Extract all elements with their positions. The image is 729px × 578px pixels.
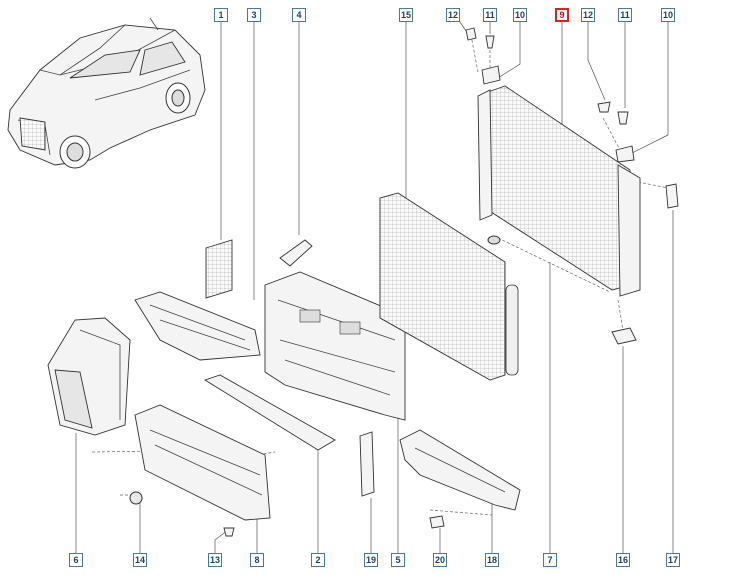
callout-11[interactable]: 11	[483, 8, 497, 22]
callout-5[interactable]: 5	[391, 553, 405, 567]
vehicle-illustration	[7, 17, 206, 169]
callout-7[interactable]: 7	[543, 553, 557, 567]
callout-8[interactable]: 8	[250, 553, 264, 567]
callout-1[interactable]: 1	[214, 8, 228, 22]
part-5-front-carrier	[264, 271, 406, 421]
callout-15[interactable]: 15	[399, 8, 413, 22]
part-18-right-guide	[399, 429, 521, 511]
callout-11[interactable]: 11	[618, 8, 632, 22]
part-9-radiator	[477, 85, 641, 297]
callout-9[interactable]: 9	[555, 8, 569, 22]
part-2-lower-deflector	[203, 374, 336, 451]
part-4-clip	[279, 239, 313, 267]
callout-12[interactable]: 12	[446, 8, 460, 22]
callout-3[interactable]: 3	[247, 8, 261, 22]
callout-14[interactable]: 14	[133, 553, 147, 567]
callout-6[interactable]: 6	[69, 553, 83, 567]
callout-19[interactable]: 19	[364, 553, 378, 567]
part-19-strip	[359, 431, 375, 497]
callout-17[interactable]: 17	[666, 553, 680, 567]
part-15-condenser	[379, 192, 519, 381]
part-6-air-guide	[47, 317, 131, 436]
callout-4[interactable]: 4	[292, 8, 306, 22]
callout-20[interactable]: 20	[433, 553, 447, 567]
callout-16[interactable]: 16	[616, 553, 630, 567]
leader-lines	[75, 21, 674, 553]
callout-12[interactable]: 12	[581, 8, 595, 22]
part-8-lower-guide	[134, 404, 271, 521]
part-3-upper-duct	[134, 291, 261, 361]
callout-10[interactable]: 10	[661, 8, 675, 22]
callout-2[interactable]: 2	[311, 553, 325, 567]
callout-10[interactable]: 10	[513, 8, 527, 22]
callout-13[interactable]: 13	[208, 553, 222, 567]
part-1-deflector	[205, 239, 233, 299]
callout-18[interactable]: 18	[485, 553, 499, 567]
fasteners	[129, 27, 679, 537]
